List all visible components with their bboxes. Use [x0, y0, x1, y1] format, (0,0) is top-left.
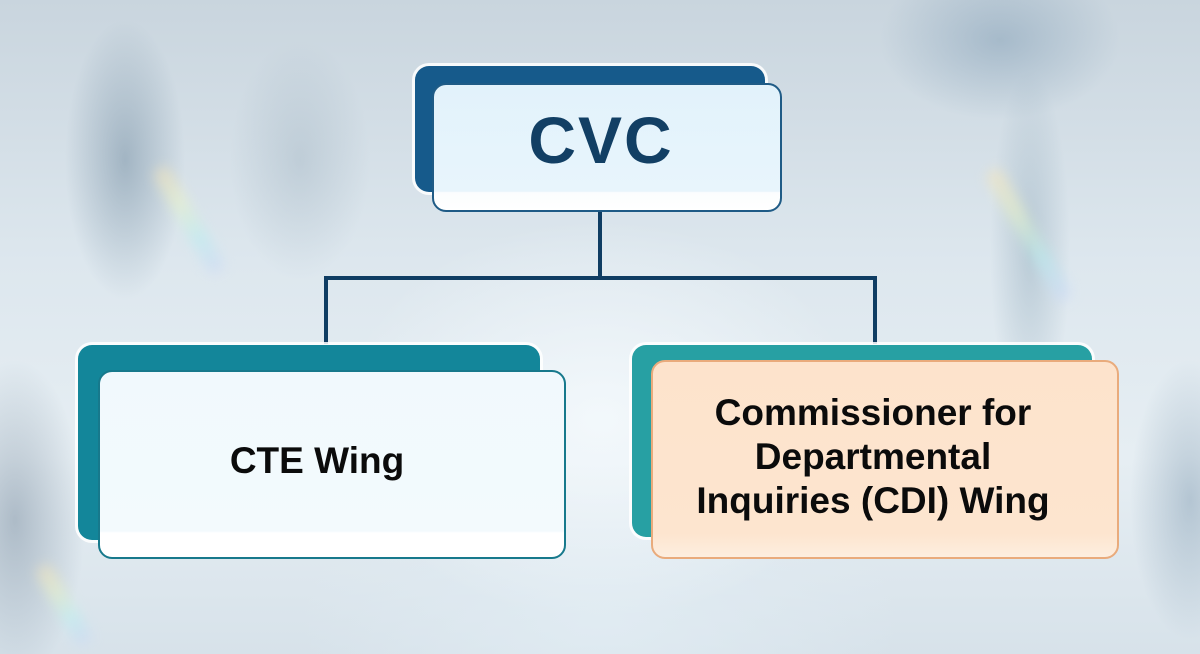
- node-cdi-label: Commissioner for Departmental Inquiries …: [696, 391, 1049, 523]
- node-cvc-label: CVC: [528, 102, 674, 177]
- connector-horizontal: [324, 276, 877, 280]
- node-cte-label: CTE Wing: [229, 439, 405, 481]
- node-cte-card: CTE Wing: [98, 370, 566, 559]
- node-cdi-label-line-3: Inquiries (CDI) Wing: [696, 479, 1050, 521]
- connector-left-drop: [324, 276, 328, 344]
- connector-root-vertical: [598, 212, 602, 278]
- node-cvc-card: CVC: [432, 83, 782, 212]
- node-cdi-card: Commissioner for Departmental Inquiries …: [651, 360, 1119, 559]
- node-cdi-label-line-2: Departmental: [754, 435, 992, 477]
- connector-right-drop: [873, 276, 877, 344]
- node-cdi-label-line-1: Commissioner for: [714, 391, 1032, 433]
